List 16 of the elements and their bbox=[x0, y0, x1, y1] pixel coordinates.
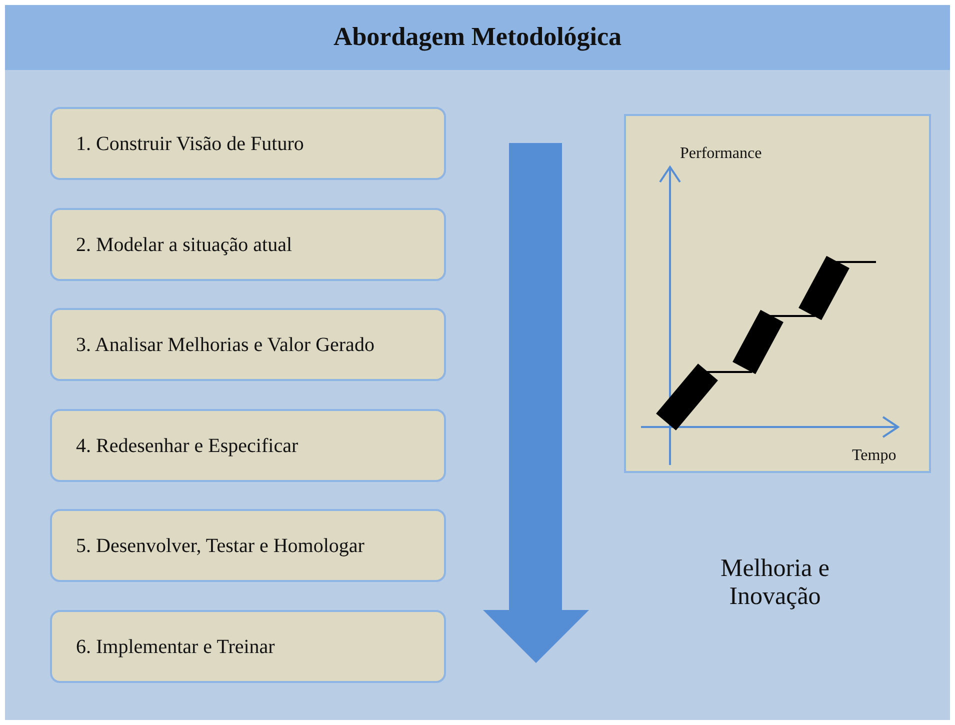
axis-label: Performance bbox=[680, 144, 762, 164]
step-text: 1. Construir Visão de Futuro bbox=[76, 132, 304, 156]
step-text: 5. Desenvolver, Testar e Homologar bbox=[76, 534, 364, 558]
step-text: 4. Redesenhar e Especificar bbox=[76, 434, 298, 458]
step-text: 6. Implementar e Treinar bbox=[76, 634, 275, 658]
caption-text: Melhoria e Inovação bbox=[720, 555, 830, 611]
step-text: 3. Analisar Melhorias e Valor Gerado bbox=[76, 332, 374, 356]
step-box bbox=[50, 208, 446, 281]
step-text: 2. Modelar a situação atual bbox=[76, 232, 292, 256]
step-box bbox=[50, 509, 446, 582]
axis-label: Tempo bbox=[852, 446, 896, 466]
step-box bbox=[50, 409, 446, 482]
step-box bbox=[50, 610, 446, 683]
step-box bbox=[50, 308, 446, 381]
title: Abordagem Metodológica bbox=[333, 22, 622, 52]
step-box bbox=[50, 107, 446, 180]
